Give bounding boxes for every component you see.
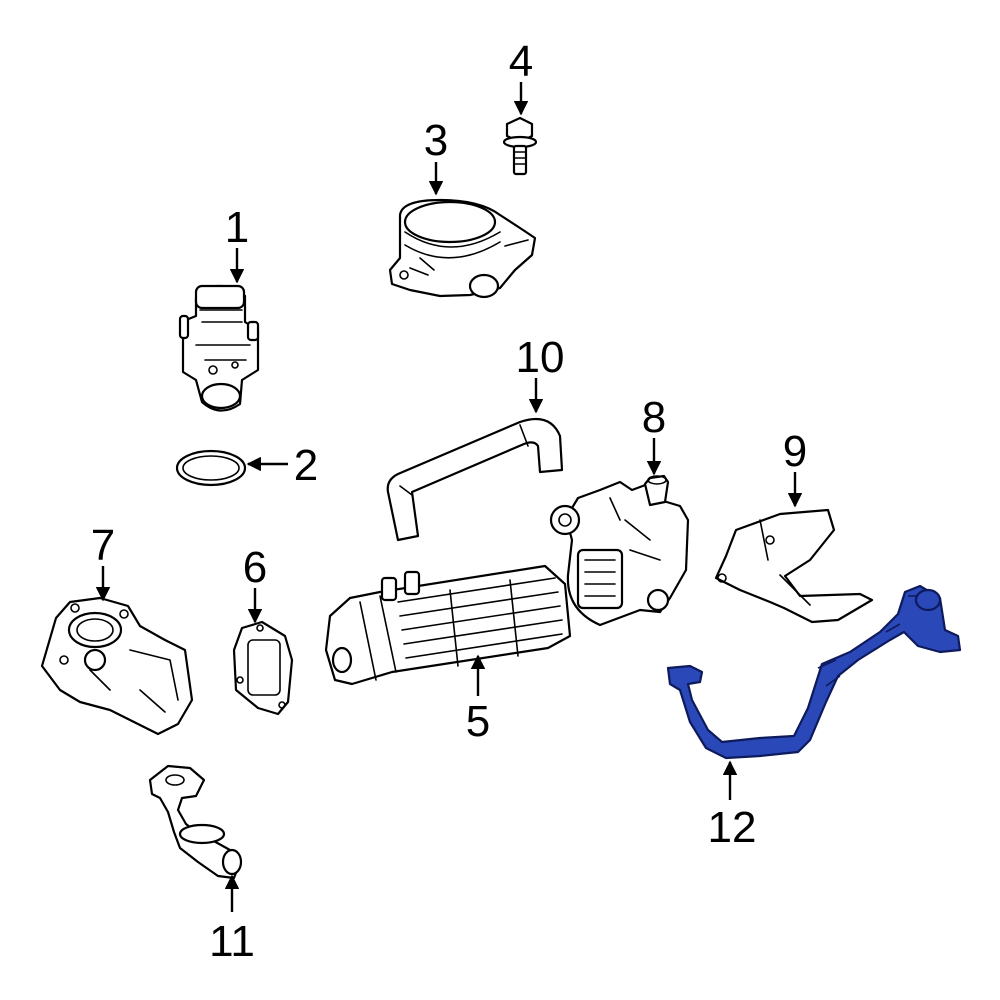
callout-9[interactable]: 9 <box>783 427 807 476</box>
part-5-cooler[interactable] <box>324 564 572 686</box>
part-9-bracket[interactable] <box>714 508 874 624</box>
callout-12[interactable]: 12 <box>708 803 757 852</box>
part-4-bolt[interactable] <box>502 116 538 176</box>
callout-3[interactable]: 3 <box>424 116 448 165</box>
callout-2[interactable]: 2 <box>294 441 318 490</box>
callout-1[interactable]: 1 <box>225 203 249 252</box>
part-12-pipe-highlighted[interactable] <box>666 584 962 760</box>
part-10-hose[interactable] <box>386 418 564 542</box>
callout-10[interactable]: 10 <box>516 333 565 382</box>
callout-4[interactable]: 4 <box>509 37 533 86</box>
callout-7[interactable]: 7 <box>91 521 115 570</box>
part-7-throttle-housing[interactable] <box>40 596 194 736</box>
part-11-pipe[interactable] <box>148 764 243 880</box>
part-8-egr-valve[interactable] <box>549 474 690 627</box>
part-1-valve[interactable] <box>178 284 260 412</box>
part-2-o-ring[interactable] <box>175 449 247 487</box>
callout-5[interactable]: 5 <box>466 697 490 746</box>
callout-11[interactable]: 11 <box>209 917 255 966</box>
part-6-gasket[interactable] <box>232 620 294 716</box>
callouts: 1 2 3 4 5 6 7 8 9 10 11 12 <box>91 37 807 966</box>
leader-lines <box>95 82 803 912</box>
callout-8[interactable]: 8 <box>642 393 666 442</box>
part-3-sensor[interactable] <box>388 198 537 299</box>
callout-6[interactable]: 6 <box>243 543 267 592</box>
